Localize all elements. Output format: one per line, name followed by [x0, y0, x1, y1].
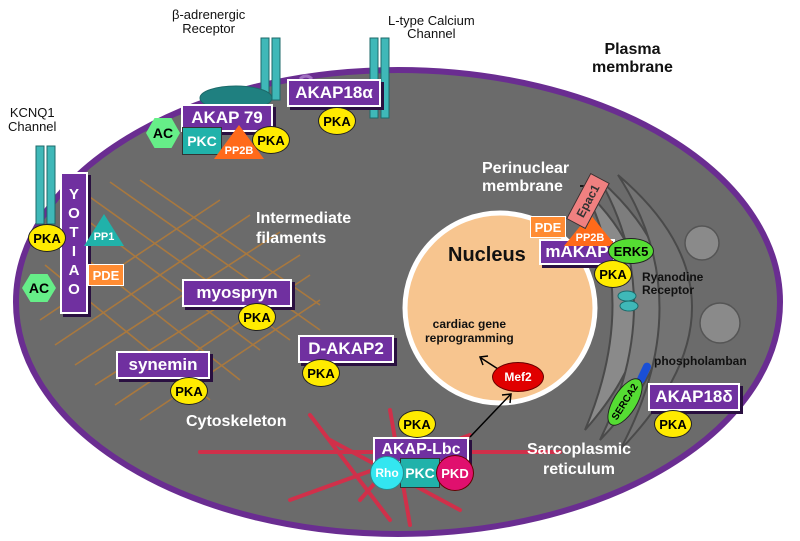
akap18a-anchor: [298, 74, 314, 81]
phospholamban-icon: [637, 362, 651, 384]
pka-yotiao: PKA: [28, 224, 66, 252]
cytoskeleton-label: Cytoskeleton: [186, 413, 287, 430]
pka-akap-lbc: PKA: [398, 410, 436, 438]
beta-adrenergic-receptor-label: β-adrenergic Receptor: [172, 7, 246, 36]
cardiac-gene-label: cardiac gene reprogramming: [425, 317, 514, 345]
pka-synemin: PKA: [170, 377, 208, 405]
synemin-box: synemin: [116, 351, 210, 379]
plasma-membrane-label: Plasma membrane: [592, 41, 673, 76]
l-type-calcium-channel-icon: [369, 37, 390, 119]
akap18a-box: AKAP18α: [287, 79, 381, 107]
phospholamban-label: phospholamban: [654, 354, 747, 368]
ryanodine-receptor-label: Ryanodine Receptor: [642, 270, 704, 297]
pkc-akap-lbc: PKC: [400, 458, 440, 488]
sarcoplasmic-reticulum-label: Sarcoplasmic reticulum: [527, 441, 632, 478]
pkd-akap-lbc: PKD: [436, 455, 474, 491]
pde-yotiao: PDE: [88, 264, 124, 286]
ryanodine-receptor-icon: [617, 290, 639, 312]
mef2: Mef2: [492, 362, 544, 392]
sr-vesicle: [699, 302, 741, 344]
pka-makap: PKA: [594, 260, 632, 288]
l-type-calcium-channel-label: L-type Calcium Channel: [388, 13, 475, 41]
erk5-makap: ERK5: [608, 238, 654, 264]
rho-akap-lbc: Rho: [370, 456, 404, 490]
intermediate-filaments-label: Intermediate filaments: [256, 210, 352, 247]
beta-adrenergic-receptor-icon: [199, 37, 281, 111]
pka-akap18d: PKA: [654, 410, 692, 438]
perinuclear-membrane-label: Perinuclear membrane: [482, 160, 570, 195]
yotiao-label: YOTIAO: [65, 186, 83, 300]
pkc-akap79: PKC: [182, 127, 222, 155]
pka-d-akap2: PKA: [302, 359, 340, 387]
myospryn-box: myospryn: [182, 279, 292, 307]
d-akap2-box: D-AKAP2: [298, 335, 394, 363]
akap18d-box: AKAP18δ: [648, 383, 740, 411]
pde-makap: PDE: [530, 216, 566, 238]
nucleus-label: Nucleus: [448, 244, 526, 266]
pka-akap18a: PKA: [318, 107, 356, 135]
pka-myospryn: PKA: [238, 303, 276, 331]
sr-vesicle: [684, 225, 720, 261]
kcnq1-channel-label: KCNQ1 Channel: [8, 105, 57, 134]
ac-hexagon-membrane: AC: [146, 118, 180, 148]
pka-akap79: PKA: [252, 126, 290, 154]
